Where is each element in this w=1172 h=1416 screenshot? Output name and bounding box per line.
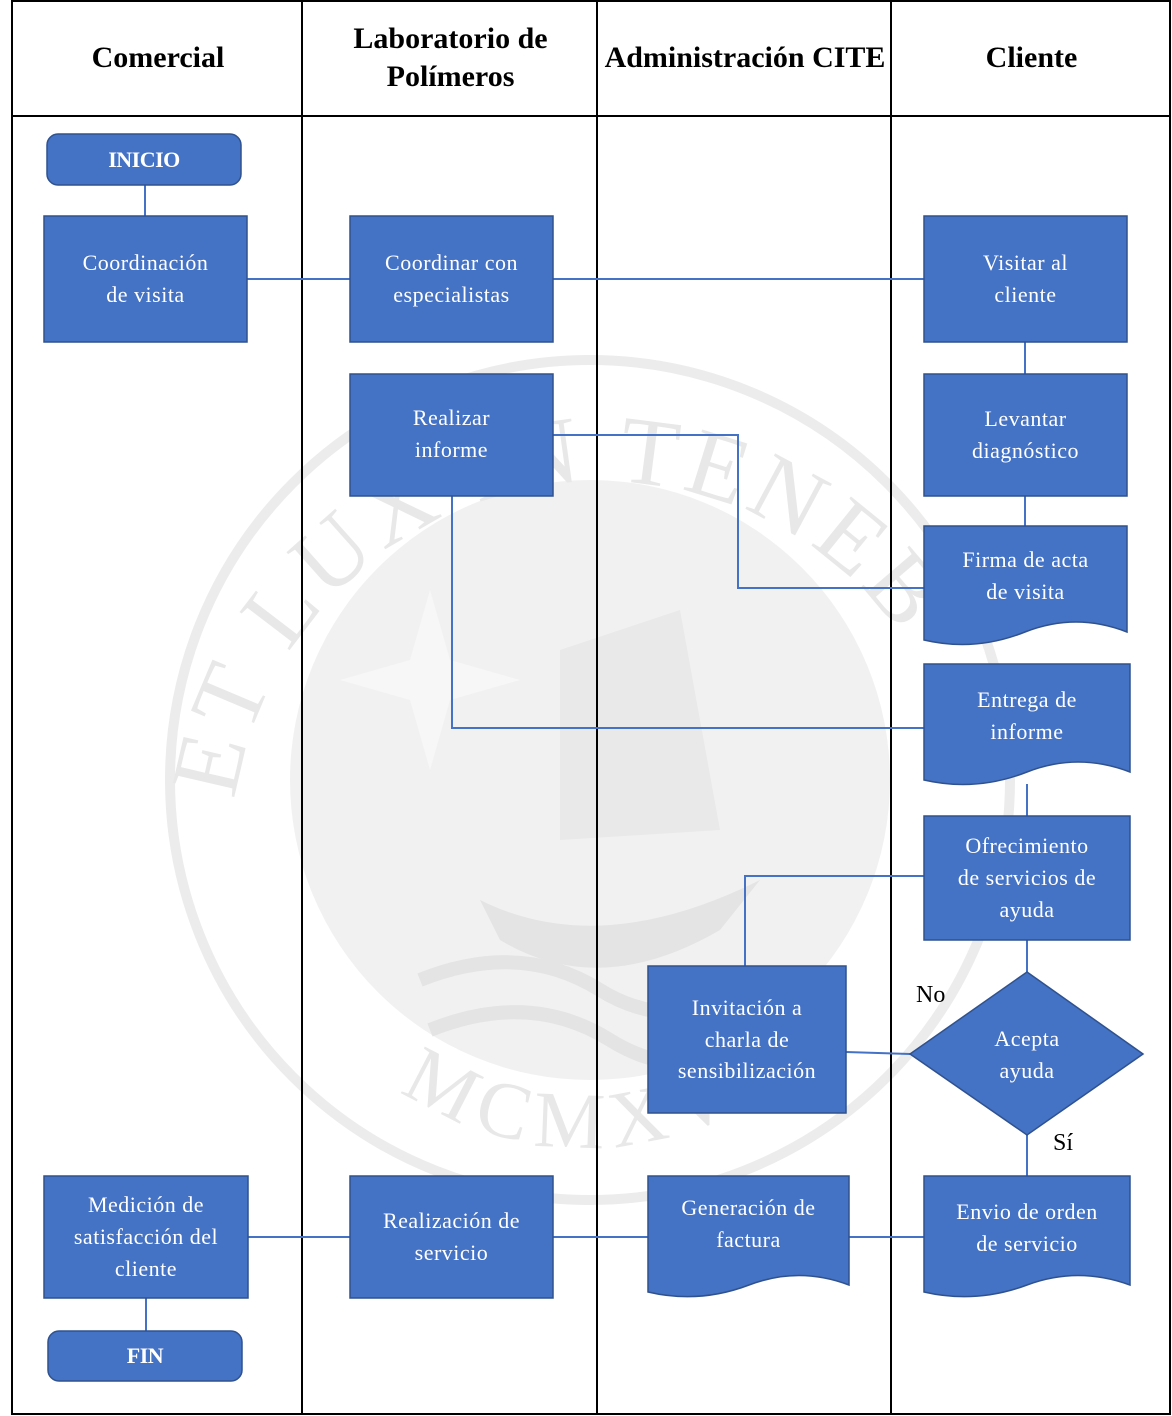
invitacion-charla-process: Invitación a charla de sensibilización: [677, 994, 817, 1084]
firma-acta-shape: [923, 525, 1128, 646]
fin-shape: [47, 1330, 243, 1382]
lane-header-cliente: Cliente: [985, 40, 1078, 74]
realizacion-servicio-process: Realización de servicio: [382, 1208, 521, 1265]
levantar-diagnostico-shape: [923, 373, 1128, 497]
medicion-satisfaccion-process: Medición de satisfacción del cliente: [73, 1192, 219, 1281]
generacion-factura-shape: [647, 1175, 850, 1298]
visitar-cliente-shape: [923, 215, 1128, 343]
acepta-ayuda-shape: [908, 971, 1145, 1136]
inicio-terminator: INICIO: [108, 146, 180, 172]
envio-orden-document: Envio de orden de servicio: [956, 1199, 1098, 1256]
lane-header-laboratorio: Laboratorio de Polímeros: [353, 22, 548, 93]
coordinacion-visita-shape: [43, 215, 248, 343]
node-shapes: [43, 133, 1145, 1382]
coordinar-especialistas-shape: [349, 215, 554, 343]
ofrecimiento-servicios-shape: [923, 815, 1131, 941]
edge-label-si: Sí: [1053, 1130, 1074, 1156]
medicion-satisfaccion-shape: [43, 1175, 249, 1299]
realizacion-servicio-shape: [349, 1175, 554, 1299]
coordinar-especialistas-process: Coordinar con especialistas: [385, 250, 518, 307]
edge-label-no: No: [916, 982, 946, 1008]
lane-header-administracion: Administración CITE: [604, 40, 886, 74]
firma-acta-document: Firma de acta de visita: [962, 547, 1089, 604]
lane-header-comercial: Comercial: [91, 40, 225, 74]
realizar-informe-shape: [349, 373, 554, 497]
visitar-cliente-process: Visitar al cliente: [983, 250, 1068, 307]
entrega-informe-shape: [923, 663, 1131, 786]
swimlane-grid: [11, 0, 1171, 1415]
ofrecimiento-servicios-process: Ofrecimiento de servicios de ayuda: [957, 833, 1097, 922]
envio-orden-shape: [923, 1175, 1131, 1298]
inicio-shape: [46, 133, 242, 186]
connector-informe-entrega: [451, 496, 924, 729]
fin-terminator: FIN: [126, 1343, 164, 1369]
connector-decision-invitacion: [845, 1051, 911, 1055]
coordinacion-visita-process: Coordinación de visita: [82, 250, 209, 307]
invitacion-charla-shape: [647, 965, 847, 1114]
entrega-informe-document: Entrega de informe: [977, 687, 1077, 744]
table-border: [11, 0, 1171, 1415]
connector-informe-firma: [553, 434, 924, 589]
generacion-factura-document: Generación de factura: [681, 1195, 816, 1252]
acepta-ayuda-decision: Acepta ayuda: [994, 1026, 1060, 1083]
connectors: [144, 185, 1028, 1331]
connector-ofrecimiento-invitacion: [744, 875, 924, 966]
realizar-informe-process: Realizar informe: [412, 405, 491, 462]
levantar-diagnostico-process: Levantar diagnóstico: [972, 406, 1079, 463]
